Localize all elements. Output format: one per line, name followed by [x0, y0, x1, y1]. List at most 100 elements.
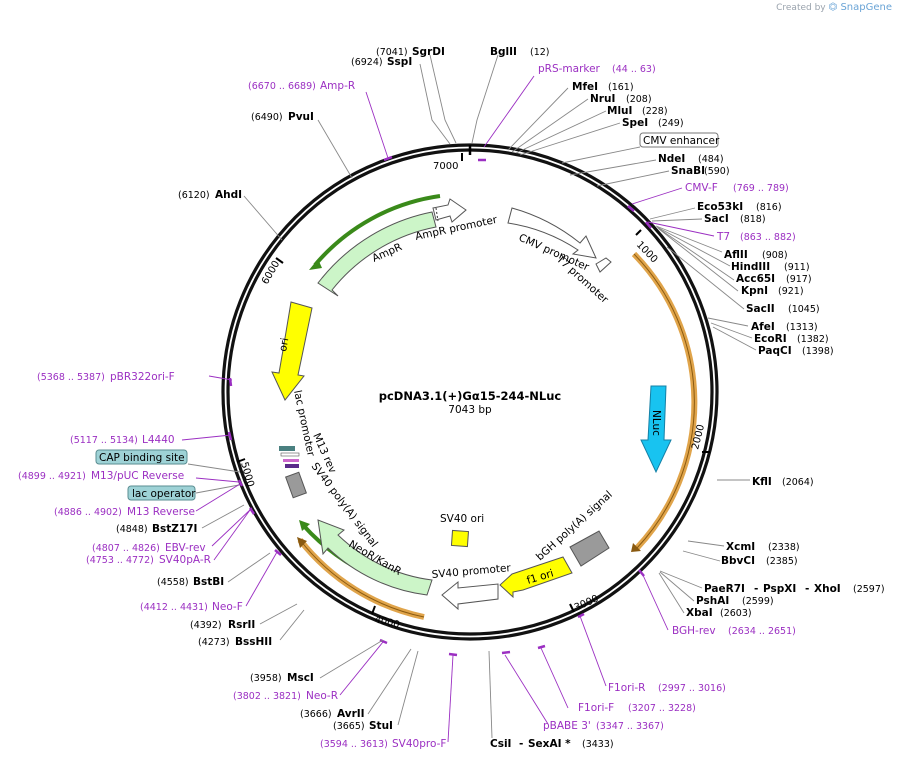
primer-stub-m13	[237, 479, 244, 487]
site-name-bstz17i: BstZ17I	[152, 523, 197, 535]
primer-name-f1ori-r: F1ori-R	[608, 682, 645, 694]
sv40-promoter-label: SV40 promoter	[431, 562, 512, 581]
tick-mark-1000	[635, 229, 642, 236]
nluc-feature	[640, 385, 672, 474]
cap-binding-site-box	[95, 449, 188, 465]
site-name-pvui: PvuI	[288, 111, 314, 123]
nluc-label: NLuc	[650, 410, 662, 436]
primer-pos-amp-r: (6670 .. 6689)	[248, 81, 316, 92]
primer-pos-m13-reverse: (4886 .. 4902)	[54, 507, 122, 518]
primer-pos-pbabe-3: (3347 .. 3367)	[596, 721, 664, 732]
site-name-eco53ki: Eco53kI	[697, 201, 743, 213]
snapgene-credit: Created by ⏣ SnapGene	[776, 2, 892, 13]
site-name-bstbi: BstBI	[193, 576, 224, 588]
site-pos-acc65i: (917)	[786, 274, 812, 285]
primer-name-l4440: L4440	[142, 434, 175, 446]
site-name-sacii: SacII	[746, 303, 775, 315]
primer-name-sv40pa-r: SV40pA-R	[159, 554, 211, 566]
site-name-saci: SacI	[704, 213, 729, 225]
primer-pos-ebv-rev: (4807 .. 4826)	[92, 543, 160, 554]
sv40-promoter-feature	[441, 580, 499, 611]
sv40-ori-feature	[450, 529, 470, 548]
primer-stub-pbr322	[228, 377, 233, 387]
primer-pos-sv40pa-r: (4753 .. 4772)	[86, 555, 154, 566]
site-name-xbai: XbaI	[686, 607, 713, 619]
green-arc-bottom-arrowhead	[299, 520, 310, 531]
primer-name-cmv-f: CMV-F	[685, 182, 718, 194]
site-pos-pshai: (2599)	[742, 596, 774, 607]
green-arc-top-arrowhead	[309, 259, 322, 270]
primer-name-neo-f: Neo-F	[212, 601, 243, 613]
plasmid-name: pcDNA3.1(+)Gα15-244-NLuc	[379, 389, 562, 403]
orf-arc-right-arrowhead	[631, 543, 641, 552]
site-name-bsshii: BssHII	[235, 636, 272, 648]
site-name-spei: SpeI	[622, 117, 648, 129]
site-pos-nrui: (208)	[626, 94, 652, 105]
tick-mark-4000	[371, 605, 376, 615]
site-pos-sgrdi: (7041)	[376, 47, 408, 58]
primer-pos-t7: (863 .. 882)	[740, 232, 796, 243]
site-pos-paqci: (1398)	[802, 346, 834, 357]
site-name-bglii: BglII	[490, 46, 517, 58]
ampr-feature	[317, 211, 437, 297]
site-pos-ndei: (484)	[698, 154, 724, 165]
primer-name-amp-r: Amp-R	[320, 80, 355, 92]
site-pos-bstbi: (4558)	[157, 577, 189, 588]
m13-rev-block	[285, 464, 299, 468]
site-pos-xhoi: (2597)	[853, 584, 885, 595]
site-pos-sspi: (6924)	[351, 57, 383, 68]
site-pos-ahdi: (6120)	[178, 190, 210, 201]
primer-name-bgh-rev: BGH-rev	[672, 625, 716, 637]
primer-pos-bgh-rev: (2634 .. 2651)	[728, 626, 796, 637]
tick-label-4000: 4000	[373, 614, 400, 631]
primer-stub-sv40pro	[448, 652, 458, 657]
site-name-xhoi: XhoI	[814, 583, 841, 595]
site-pos-kpni: (921)	[778, 286, 804, 297]
orf-arc-right-edge	[633, 253, 695, 549]
plasmid-size: 7043 bp	[448, 404, 492, 416]
enzyme-labels: (7041) SgrDI (6924) SspI BglII (12) (649…	[116, 46, 885, 750]
site-name-afei: AfeI	[751, 321, 775, 333]
tick-label-7000: 7000	[433, 161, 458, 172]
sep-sexai: -	[519, 738, 523, 750]
sv40-polya-label: SV40 poly(A) signal	[309, 461, 380, 550]
primer-stub-neof	[274, 549, 282, 556]
site-pos-kfli: (2064)	[782, 477, 814, 488]
primer-name-prs-marker: pRS-marker	[538, 63, 601, 75]
sep-xhoi: -	[805, 583, 809, 595]
site-pos-stui: (3665)	[333, 721, 365, 732]
green-arc-top	[313, 194, 441, 267]
primer-pos-l4440: (5117 .. 5134)	[70, 435, 138, 446]
primer-name-neo-r: Neo-R	[306, 690, 338, 702]
primer-pos-m13-puc-reverse: (4899 .. 4921)	[18, 471, 86, 482]
site-name-hindiii: HindIII	[731, 261, 770, 273]
site-name-mfei: MfeI	[572, 81, 598, 93]
site-pos-sacii: (1045)	[788, 304, 820, 315]
m13-primer-block	[283, 459, 299, 462]
site-name-bbvci: BbvCI	[721, 555, 755, 567]
site-name-rsrii: RsrII	[228, 619, 255, 631]
primer-name-pbr322ori-f: pBR322ori-F	[110, 371, 175, 383]
orf-arc-bottom-arrowhead	[297, 537, 307, 548]
site-pos-mfei: (161)	[608, 82, 634, 93]
site-name-snabi: SnaBI	[671, 165, 705, 177]
site-pos-saci: (818)	[740, 214, 766, 225]
site-name-ahdi: AhdI	[215, 189, 242, 201]
site-name-paer7i: PaeR7I	[704, 583, 745, 595]
site-pos-avrii: (3666)	[300, 709, 332, 720]
lac-promoter-block	[279, 446, 295, 451]
primer-stub-l4440	[227, 431, 233, 441]
primer-pos-sv40pro-f: (3594 .. 3613)	[320, 739, 388, 750]
ori-label: ori	[277, 337, 291, 353]
site-name-sspi: SspI	[387, 56, 412, 68]
site-pos-spei: (249)	[658, 118, 684, 129]
primer-pos-prs-marker: (44 .. 63)	[612, 64, 656, 75]
site-name-sgrdi: SgrDI	[412, 46, 445, 58]
primer-stub-ampr	[383, 155, 393, 162]
lac-operator-label: lac operator	[132, 488, 196, 500]
primer-pos-cmv-f: (769 .. 789)	[733, 183, 789, 194]
primer-stub-t7	[645, 221, 652, 229]
primer-pos-neo-f: (4412 .. 4431)	[140, 602, 208, 613]
primer-stub-pbabe	[501, 650, 511, 655]
